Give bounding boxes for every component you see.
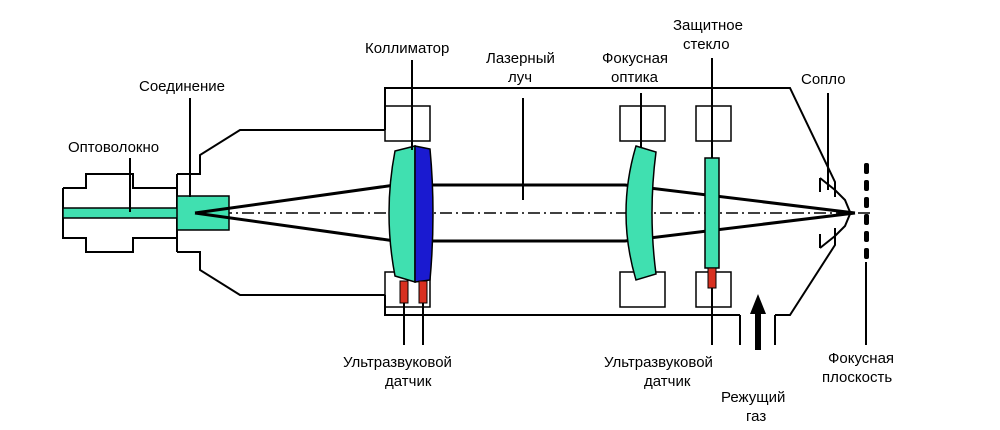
- focus-lens: [625, 145, 657, 281]
- label-laser-beam-2: луч: [508, 69, 532, 86]
- gas-inlet: [739, 315, 776, 345]
- laser-beam-lines: [194, 183, 856, 243]
- label-protective-glass-2: стекло: [683, 36, 730, 53]
- leader-lines: [129, 58, 867, 345]
- label-collimator: Коллиматор: [365, 40, 449, 57]
- connector-block: [176, 195, 230, 231]
- collimator-lens: [388, 145, 434, 284]
- housing-outline: [62, 87, 851, 316]
- cutting-gas-arrow: [750, 294, 766, 350]
- ultrasonic-sensor-left-a: [399, 280, 409, 304]
- label-cutting-gas-1: Режущий: [721, 389, 785, 406]
- label-focal-plane-2: плоскость: [822, 369, 892, 386]
- label-focus-optics-1: Фокусная: [602, 50, 668, 67]
- protective-glass: [704, 157, 720, 269]
- label-ultrasonic-left-2: датчик: [385, 373, 432, 390]
- label-ultrasonic-left-1: Ультразвуковой: [343, 354, 452, 371]
- label-focus-optics-2: оптика: [611, 69, 659, 86]
- label-fiber: Оптоволокно: [68, 139, 159, 156]
- label-ultrasonic-right-1: Ультразвуковой: [604, 354, 713, 371]
- label-nozzle: Сопло: [801, 71, 846, 88]
- label-laser-beam-1: Лазерный: [486, 50, 555, 67]
- label-protective-glass-1: Защитное: [673, 17, 743, 34]
- label-ultrasonic-right-2: датчик: [644, 373, 691, 390]
- ultrasonic-sensor-right: [707, 267, 717, 289]
- fiber-core: [62, 207, 179, 219]
- focal-plane-marks: [864, 163, 869, 259]
- label-connector: Соединение: [139, 78, 225, 95]
- label-cutting-gas-2: газ: [746, 408, 766, 425]
- label-focal-plane-1: Фокусная: [828, 350, 894, 367]
- ultrasonic-sensor-left-b: [418, 280, 428, 304]
